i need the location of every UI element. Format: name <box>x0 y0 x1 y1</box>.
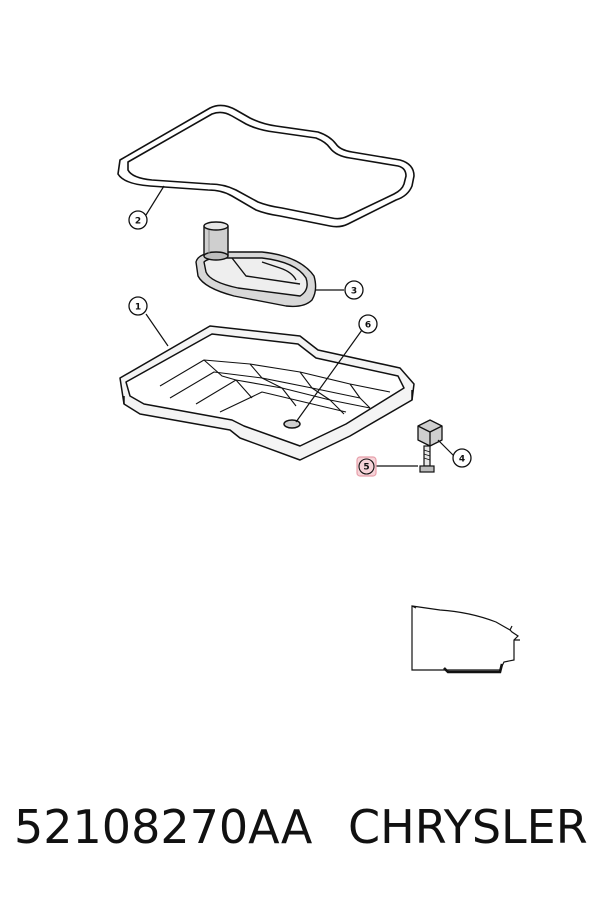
svg-text:4: 4 <box>459 455 465 465</box>
callout-1: 1 <box>128 296 148 316</box>
parts-diagram: 2 3 1 6 4 5 <box>117 104 520 674</box>
footer: 52108270AA CHRYSLER <box>0 790 600 880</box>
pan-bolt <box>419 445 435 473</box>
svg-text:3: 3 <box>351 287 357 297</box>
svg-text:5: 5 <box>363 463 369 473</box>
callout-6: 6 <box>358 314 378 334</box>
part-number: 52108270AA <box>14 800 313 854</box>
oil-pan <box>119 325 415 461</box>
pan-gasket <box>117 104 415 228</box>
svg-text:6: 6 <box>365 321 371 331</box>
leader-lines <box>145 185 455 467</box>
callout-2: 2 <box>128 210 148 230</box>
locator-thumbnail <box>411 605 520 674</box>
svg-text:2: 2 <box>135 217 141 227</box>
brand-name: CHRYSLER <box>348 800 588 854</box>
svg-text:1: 1 <box>135 303 141 313</box>
callout-5-highlighted: 5 <box>356 456 377 477</box>
callout-3: 3 <box>344 280 364 300</box>
retaining-clip <box>417 419 443 447</box>
transmission-filter <box>195 221 317 308</box>
callout-4: 4 <box>452 448 472 468</box>
